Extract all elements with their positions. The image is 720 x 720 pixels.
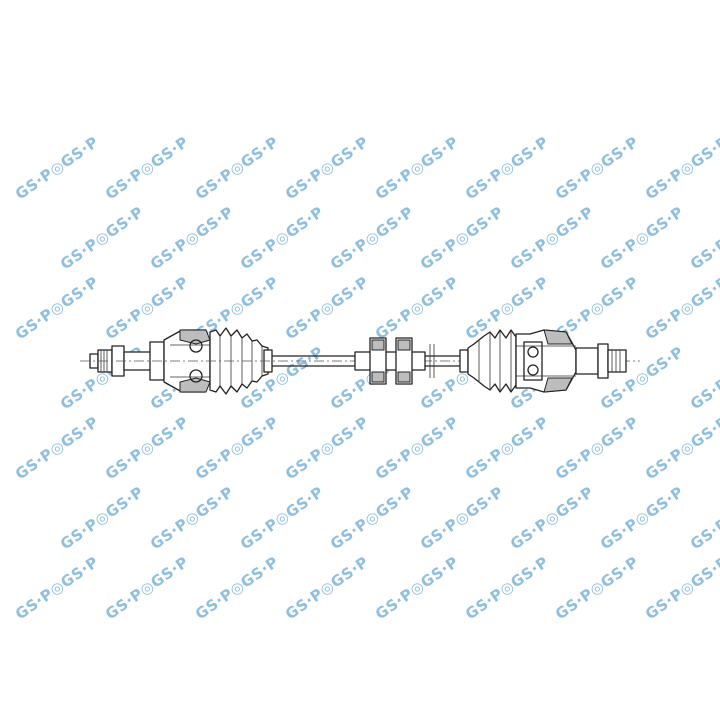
watermark-text: GS·P◎GS·P — [372, 553, 462, 623]
watermark-text: GS·P◎GS·P — [597, 203, 687, 273]
watermark-text: GS·P◎GS·P — [147, 203, 237, 273]
watermark-text: GS·P◎GS·P — [372, 413, 462, 483]
right-stub-shaft — [575, 343, 627, 379]
watermark-text: GS·P◎GS·P — [192, 553, 282, 623]
watermark-text: GS·P◎GS·P — [237, 483, 327, 553]
watermark-text: GS·P◎GS·P — [687, 203, 720, 273]
watermark-text: GS·P◎GS·P — [12, 273, 102, 343]
watermark-text: GS·P◎GS·P — [192, 133, 282, 203]
left-outer-cv-joint — [163, 329, 211, 393]
watermark-text: GS·P◎GS·P — [282, 273, 372, 343]
watermark-text: GS·P◎GS·P — [687, 483, 720, 553]
watermark-text: GS·P◎GS·P — [462, 553, 552, 623]
watermark-text: GS·P◎GS·P — [687, 343, 720, 413]
watermark-text: GS·P◎GS·P — [147, 483, 237, 553]
right-boot — [459, 329, 517, 393]
watermark-text: GS·P◎GS·P — [327, 203, 417, 273]
watermark-text: GS·P◎GS·P — [462, 413, 552, 483]
watermark-text: GS·P◎GS·P — [597, 483, 687, 553]
watermark-text: GS·P◎GS·P — [102, 553, 192, 623]
watermark-text: GS·P◎GS·P — [102, 133, 192, 203]
watermark-text: GS·P◎GS·P — [57, 483, 147, 553]
watermark-text: GS·P◎GS·P — [372, 273, 462, 343]
vibration-damper — [354, 337, 426, 385]
watermark-text: GS·P◎GS·P — [282, 413, 372, 483]
watermark-text: GS·P◎GS·P — [282, 553, 372, 623]
watermark-text: GS·P◎GS·P — [282, 133, 372, 203]
right-inner-cv-joint — [515, 329, 577, 393]
watermark-text: GS·P◎GS·P — [327, 483, 417, 553]
watermark-text: GS·P◎GS·P — [507, 203, 597, 273]
watermark-text: GS·P◎GS·P — [642, 413, 720, 483]
watermark-text: GS·P◎GS·P — [417, 203, 507, 273]
watermark-text: GS·P◎GS·P — [12, 413, 102, 483]
watermark-text: GS·P◎GS·P — [102, 413, 192, 483]
watermark-text: GS·P◎GS·P — [552, 413, 642, 483]
watermark-text: GS·P◎GS·P — [57, 203, 147, 273]
watermark-text: GS·P◎GS·P — [237, 203, 327, 273]
watermark-text: GS·P◎GS·P — [552, 133, 642, 203]
watermark-text: GS·P◎GS·P — [642, 553, 720, 623]
watermark-text: GS·P◎GS·P — [642, 133, 720, 203]
watermark-text: GS·P◎GS·P — [372, 133, 462, 203]
watermark-text: GS·P◎GS·P — [12, 553, 102, 623]
watermark-text: GS·P◎GS·P — [462, 133, 552, 203]
cv-axle-assembly — [80, 327, 640, 395]
watermark-text: GS·P◎GS·P — [12, 133, 102, 203]
watermark-text: GS·P◎GS·P — [507, 483, 597, 553]
watermark-text: GS·P◎GS·P — [417, 483, 507, 553]
watermark-text: GS·P◎GS·P — [192, 413, 282, 483]
watermark-text: GS·P◎GS·P — [642, 273, 720, 343]
watermark-text: GS·P◎GS·P — [552, 553, 642, 623]
